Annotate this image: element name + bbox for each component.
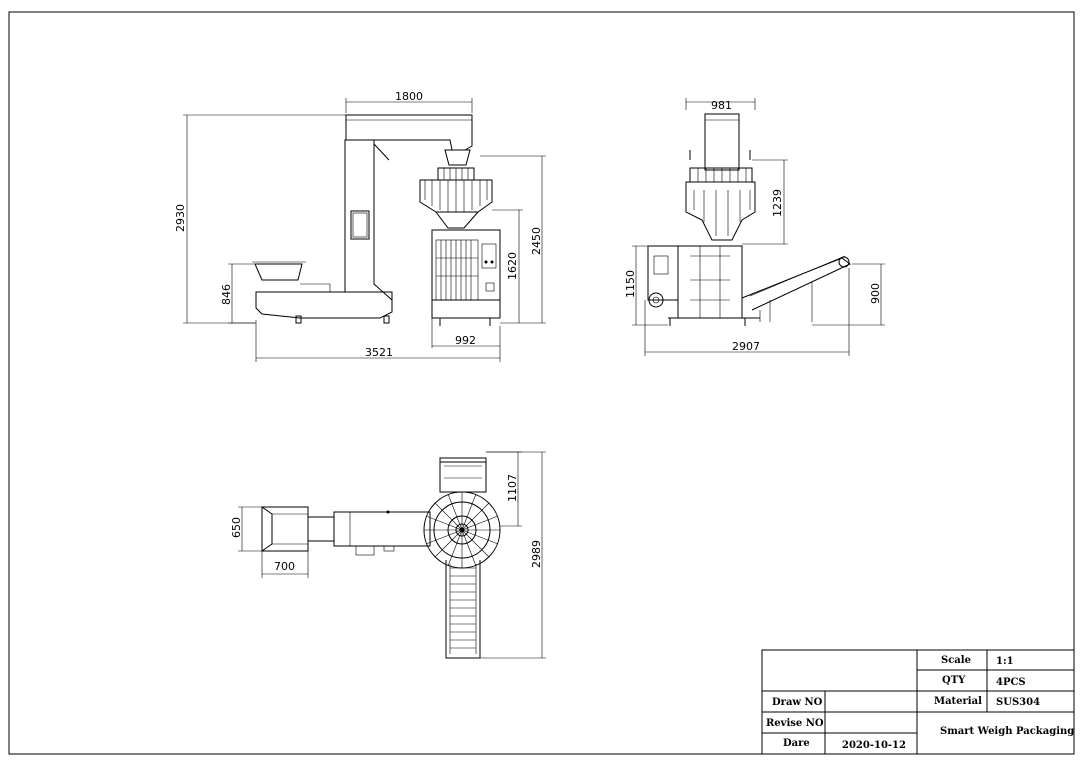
sheet-border [8,11,1075,755]
side-view: 981 1239 1150 900 2907 [624,98,885,356]
revise-no-label: Revise NO [766,718,824,729]
dim-front-total-height: 2930 [174,204,187,232]
dim-front-frame-height: 1620 [506,252,519,280]
dim-side-conveyor-height: 900 [869,283,882,304]
dim-side-panel-height: 1150 [624,270,637,298]
draw-no-label: Draw NO [772,697,823,708]
title-block: Scale 1:1 QTY 4PCS Material SUS304 Draw … [761,649,1075,755]
dim-front-head-height: 2450 [530,227,543,255]
front-view: 1800 2930 2450 1620 846 3521 992 [174,90,546,362]
dim-front-top-width: 1800 [395,90,423,103]
dim-side-head-height: 1239 [771,189,784,217]
dim-front-frame-width: 992 [455,334,476,347]
date-value: 2020-10-12 [842,740,906,751]
dim-top-hopper-width: 650 [230,517,243,538]
dim-side-total-length: 2907 [732,340,760,353]
dim-front-hopper-height: 846 [220,284,233,305]
dim-top-total-length: 2989 [530,540,543,568]
dim-top-hopper-length: 700 [274,560,295,573]
material-value: SUS304 [996,697,1040,708]
dim-top-head-depth: 1107 [506,474,519,502]
material-label: Material [934,696,982,707]
dim-side-head-width: 981 [711,99,732,112]
scale-label: Scale [941,655,971,666]
date-label: Dare [783,738,810,749]
dim-front-total-length: 3521 [365,346,393,359]
qty-value: 4PCS [996,677,1026,688]
qty-label: QTY [942,675,966,686]
scale-value: 1:1 [996,656,1014,667]
top-view: 650 700 1107 2989 [230,451,546,659]
company-name: Smart Weigh Packaging [940,726,1074,737]
